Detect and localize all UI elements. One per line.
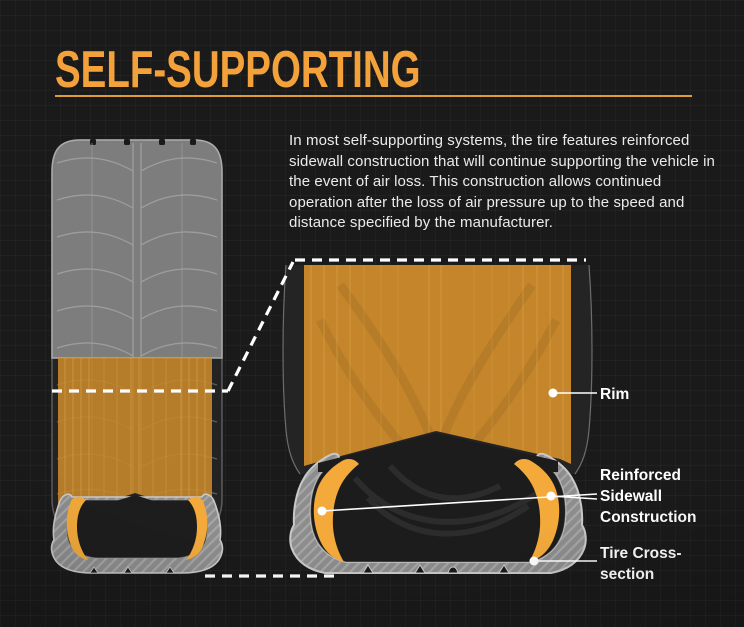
tire-cross-section-label: Tire Cross-section bbox=[600, 545, 682, 583]
tire-cross-section-small bbox=[50, 493, 224, 574]
cross-section-callout-dot bbox=[529, 556, 539, 566]
sidewall-highlight-right-small bbox=[186, 496, 208, 560]
drop-center-join-small bbox=[76, 495, 194, 522]
zoom-detail-view bbox=[282, 264, 593, 574]
callouts bbox=[317, 388, 598, 566]
interior-detail-curves bbox=[352, 464, 550, 537]
strip-edge-left bbox=[282, 264, 301, 475]
sidewall-strip-left bbox=[283, 265, 304, 474]
sidewall-highlight-right-zoomed bbox=[514, 459, 560, 562]
casing-notches-small bbox=[89, 566, 175, 574]
tire-tread bbox=[51, 139, 223, 359]
sidewall-highlight-left-zoomed bbox=[313, 459, 359, 562]
page-title: SELF-SUPPORTING bbox=[55, 41, 421, 99]
description-text: In most self-supporting systems, the tir… bbox=[289, 132, 715, 231]
strip-edge-right bbox=[574, 264, 593, 475]
sidewall-callout bbox=[317, 491, 598, 516]
reinforced-sidewall-label: Reinforced Sidewall Construction bbox=[600, 467, 697, 526]
tire-cross-section-zoomed bbox=[289, 433, 587, 574]
sidewall-callout-dot-left bbox=[317, 506, 327, 516]
tire-front-view bbox=[50, 139, 224, 574]
rim-callout-dot bbox=[548, 388, 558, 398]
cross-section-callout bbox=[529, 556, 597, 566]
sidewall-callout-dot-right bbox=[546, 491, 556, 501]
rim-label: Rim bbox=[600, 386, 630, 403]
casing-notches-zoomed bbox=[362, 564, 510, 574]
title-underline bbox=[55, 95, 692, 97]
sidewall-highlight-left-small bbox=[66, 496, 88, 560]
connector-diagonal bbox=[226, 261, 295, 392]
sidewall-strip-right bbox=[571, 265, 592, 474]
zoom-connector-lines bbox=[52, 258, 586, 578]
drop-center-join-zoomed bbox=[318, 433, 558, 472]
rim-cutaway-band bbox=[58, 358, 212, 508]
rim-callout bbox=[548, 388, 597, 398]
